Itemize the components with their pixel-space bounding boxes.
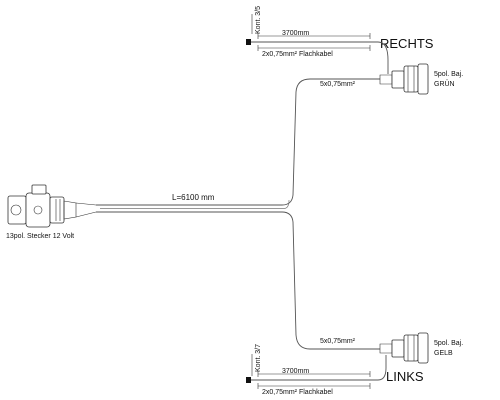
left-contact-label: Kont. 3/7 — [255, 344, 262, 372]
left-connector-color: GELB — [434, 350, 453, 357]
left-flat-cable — [246, 354, 387, 389]
links-label: LINKS — [386, 369, 424, 384]
left-flat-cable-spec: 2x0,75mm² Flachkabel — [262, 389, 333, 396]
left-connector-type: 5pol. Baj. — [434, 340, 463, 347]
left-cable-spec: 5x0,75mm² — [320, 338, 356, 345]
right-flat-length: 3700mm — [282, 30, 309, 37]
right-bayonet-connector-icon — [379, 63, 429, 95]
plug-13pol-icon — [7, 184, 97, 228]
left-flat-length: 3700mm — [282, 368, 309, 375]
right-connector-color: GRÜN — [434, 80, 455, 88]
rechts-label: RECHTS — [380, 36, 434, 51]
main-cable — [96, 78, 380, 350]
main-cable-length: L=6100 mm — [172, 193, 215, 202]
right-connector-type: 5pol. Baj. — [434, 71, 463, 78]
left-bayonet-connector-icon — [379, 332, 429, 364]
right-cable-spec: 5x0,75mm² — [320, 81, 356, 88]
right-flat-cable-spec: 2x0,75mm² Flachkabel — [262, 51, 333, 58]
right-flat-cable — [246, 14, 389, 74]
plug-13pol-label: 13pol. Stecker 12 Volt — [6, 233, 74, 240]
right-contact-label: Kont. 3/5 — [255, 6, 262, 34]
